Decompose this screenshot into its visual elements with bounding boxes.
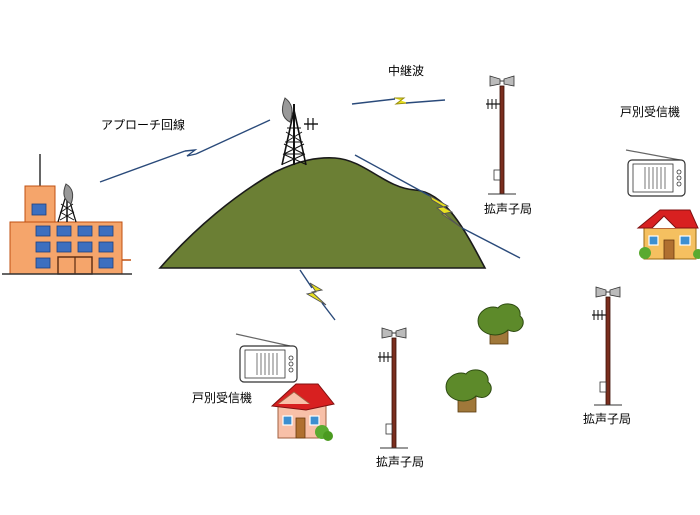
lightning-icon — [305, 282, 327, 306]
relay-wave-label: 中継波 — [388, 64, 425, 78]
house-icon — [636, 209, 700, 260]
approach-line-link — [99, 119, 271, 183]
lightning-icon — [428, 194, 463, 229]
down-link — [299, 269, 336, 321]
loudspeaker-label-top: 拡声子局 — [484, 202, 533, 216]
office-building — [2, 154, 132, 275]
tree-icon — [445, 369, 492, 413]
household-receiver-label-left: 戸別受信機 — [192, 391, 253, 405]
house-icon — [270, 383, 335, 441]
loudspeaker-label-bottom: 拡声子局 — [376, 455, 425, 469]
radio-receiver-icon — [625, 149, 686, 197]
rooftop-tower-icon — [57, 183, 77, 223]
approach-line-label: アプローチ回線 — [101, 118, 186, 132]
relay-tower — [281, 97, 318, 166]
relay-wave-link — [351, 97, 446, 105]
radio-receiver-icon — [235, 333, 298, 383]
loudspeaker-label-right: 拡声子局 — [583, 412, 632, 426]
dish-icon — [63, 183, 74, 205]
right-link — [354, 154, 521, 259]
dish-icon — [281, 97, 293, 123]
loudspeaker-pole-top — [486, 75, 516, 195]
loudspeaker-pole-right — [592, 286, 622, 406]
household-receiver-label-top: 戸別受信機 — [620, 105, 681, 119]
mountain — [158, 157, 487, 269]
tree-icon — [477, 303, 524, 345]
loudspeaker-pole-bottom — [378, 327, 408, 449]
